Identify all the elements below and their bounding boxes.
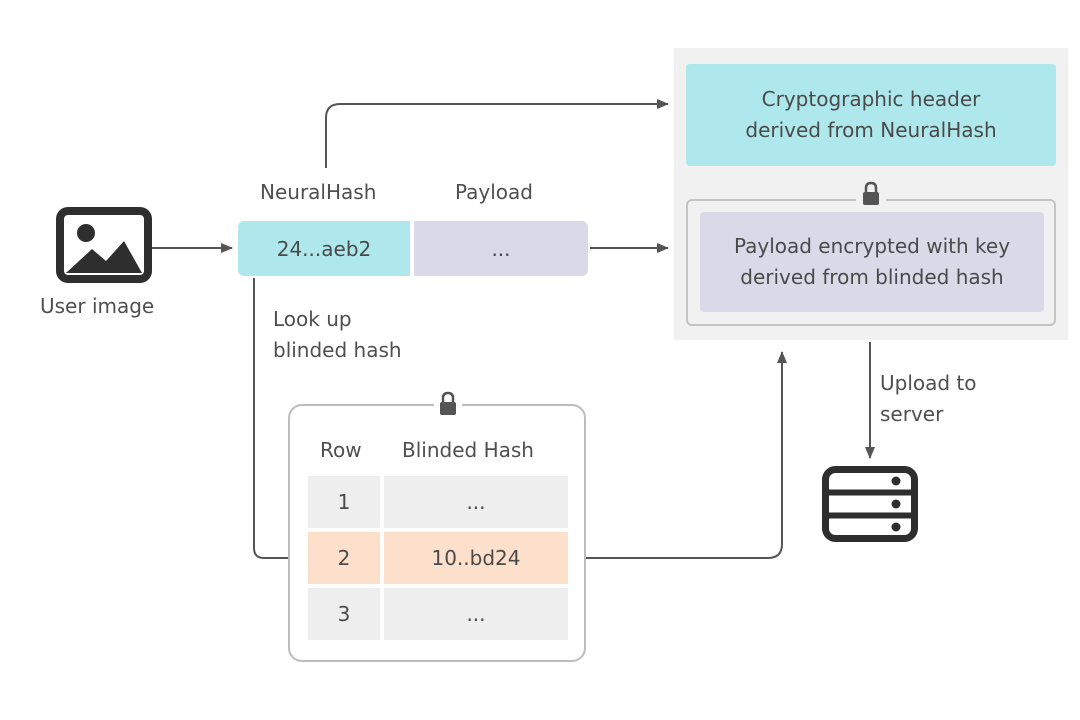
payload-cell: ...: [414, 221, 588, 276]
lookup-label: Look up blinded hash: [273, 304, 402, 366]
payload-label: Payload: [455, 180, 533, 204]
upload-label: Upload to server: [880, 368, 977, 430]
voucher-payload-line2: derived from blinded hash: [740, 265, 1004, 289]
voucher-lock-icon: [856, 180, 886, 208]
table-row-1-hash: ...: [384, 476, 568, 528]
table-row-3-index: 3: [308, 588, 380, 640]
arrow-hash-to-header: [325, 99, 669, 168]
table-row-3-hash: ...: [384, 588, 568, 640]
arrow-blinded-hash-to-voucher: [568, 351, 787, 559]
server-icon: [822, 466, 918, 542]
voucher-header-line1: Cryptographic header: [761, 87, 981, 111]
user-image-icon: [56, 207, 152, 283]
table-header-row: Row: [320, 438, 362, 462]
table-row-2-hash: 10..bd24: [384, 532, 568, 584]
voucher-payload-line1: Payload encrypted with key: [733, 234, 1011, 258]
voucher-header-line2: derived from NeuralHash: [745, 118, 997, 142]
neuralhash-label: NeuralHash: [260, 180, 377, 204]
neuralhash-cell: 24...aeb2: [238, 221, 410, 276]
arrow-lookup-to-row: [253, 278, 305, 563]
lookup-label-line2: blinded hash: [273, 338, 402, 362]
table-row-1-index: 1: [308, 476, 380, 528]
upload-label-line2: server: [880, 402, 944, 426]
lookup-label-line1: Look up: [273, 307, 352, 331]
table-lock-icon: [434, 390, 462, 418]
table-row-2-index: 2: [308, 532, 380, 584]
upload-label-line1: Upload to: [880, 371, 977, 395]
user-image-label: User image: [40, 294, 155, 318]
voucher-header-box: Cryptographic header derived from Neural…: [686, 64, 1056, 166]
voucher-payload-box: Payload encrypted with key derived from …: [700, 212, 1044, 312]
table-header-blinded-hash: Blinded Hash: [402, 438, 534, 462]
